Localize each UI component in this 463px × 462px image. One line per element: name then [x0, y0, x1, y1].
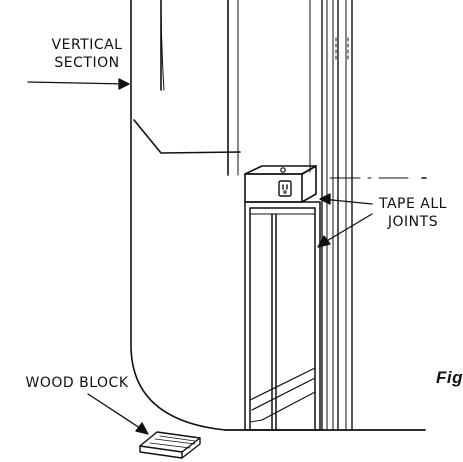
- box-knockout: [280, 167, 286, 173]
- arrowhead: [319, 193, 331, 205]
- arrow-wood-block: [87, 393, 147, 433]
- arrowhead: [317, 235, 331, 248]
- bottom-track: [249, 419, 263, 423]
- arrowhead: [118, 78, 130, 90]
- box-side-face: [301, 165, 317, 203]
- wall-strips: [227, 0, 427, 431]
- vertical-section-fold-line: [133, 119, 241, 154]
- arrowhead: [135, 422, 149, 435]
- vertical-section-outer-edge: [130, 0, 226, 431]
- vertical-section-top-edge: [160, 11, 165, 91]
- arrow-tape-lower: [319, 213, 373, 246]
- label-line: SECTION: [54, 55, 120, 71]
- label-wood-block: WOOD BLOCK: [25, 375, 129, 391]
- arrow-vertical-section: [27, 81, 128, 85]
- label-line: JOINTS: [387, 214, 439, 230]
- outlet-ground: [283, 190, 287, 194]
- box-front-face: [244, 173, 303, 203]
- wood-block-top: [139, 431, 201, 453]
- label-line: VERTICAL: [51, 37, 123, 53]
- bottom-track: [251, 377, 316, 411]
- electrical-box: [244, 165, 317, 203]
- duct-frame: [224, 201, 426, 431]
- label-line: TAPE ALL: [379, 196, 447, 212]
- label-tape-all-joints: TAPE ALL JOINTS: [358, 195, 463, 231]
- wood-block-shape: [139, 431, 201, 459]
- wood-block-side: [139, 445, 183, 459]
- bottom-track: [261, 391, 316, 421]
- outlet-receptacle-icon: [278, 180, 292, 197]
- vertical-section-shape: [130, 0, 241, 431]
- leader-arrows: [27, 78, 373, 435]
- wood-block-grain: [149, 435, 196, 449]
- label-vertical-section: VERTICAL SECTION: [32, 36, 142, 72]
- bottom-track: [249, 367, 316, 401]
- wood-block-end: [181, 437, 201, 459]
- figure-caption: Fig: [436, 368, 463, 387]
